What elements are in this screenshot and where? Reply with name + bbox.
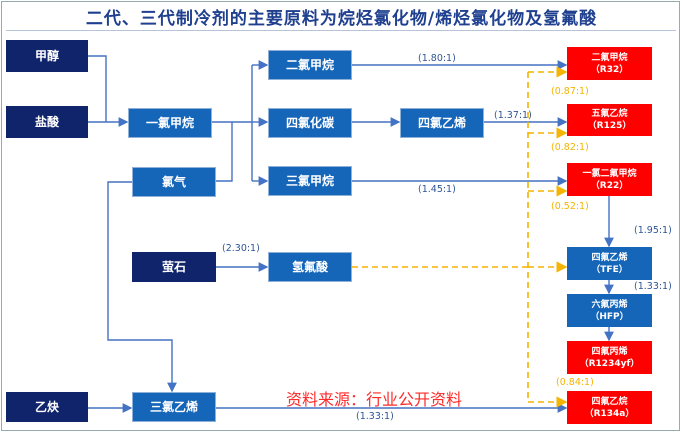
node-hf: 氢氟酸	[268, 252, 352, 282]
ratio-hf-r32: (0.87:1)	[551, 86, 589, 97]
node-name: 四氟丙烯	[591, 346, 628, 357]
node-pce: 四氯乙烯	[400, 108, 484, 138]
node-ch2cl2: 二氯甲烷	[268, 50, 352, 80]
node-r125: 五氟乙烷 （R125）	[567, 104, 652, 136]
node-name: 四氟乙烯	[591, 252, 628, 263]
ratio-r32: (1.80:1)	[418, 53, 456, 64]
node-code: （HFP）	[590, 311, 629, 322]
line-methanol	[88, 55, 107, 122]
node-acetylene: 乙炔	[6, 392, 88, 422]
ratio-hf: (2.30:1)	[222, 243, 260, 254]
node-r134a: 四氟乙烷（R134a）	[567, 391, 652, 424]
node-ch3cl: 一氯甲烷	[128, 108, 212, 138]
page-title: 二代、三代制冷剂的主要原料为烷烃氯化物/烯烃氯化物及氢氟酸	[85, 9, 598, 29]
node-name: 六氟丙烯	[591, 299, 628, 310]
node-cl2: 氯气	[132, 167, 216, 197]
ratio-tfe: (1.95:1)	[634, 225, 672, 236]
node-ccl4: 四氯化碳	[268, 108, 352, 138]
ratio-hfp: (1.33:1)	[634, 281, 672, 292]
node-name: 一氯二氟甲烷	[582, 168, 637, 179]
node-name: 二氟甲烷	[591, 52, 628, 63]
ratio-r22: (1.45:1)	[418, 184, 456, 195]
node-fluorite: 萤石	[132, 252, 216, 282]
node-hcl: 盐酸	[6, 106, 88, 138]
ratio-r125: (1.37:1)	[494, 110, 532, 121]
ratio-hf-r125: (0.82:1)	[551, 142, 589, 153]
node-tce: 三氯乙烯	[132, 392, 216, 422]
ratio-hf-r134a: (0.84:1)	[556, 377, 594, 388]
node-hfp: 六氟丙烯（HFP）	[567, 294, 652, 327]
node-r1234yf: 四氟丙烯（R1234yf）	[567, 341, 652, 374]
node-r32: 二氟甲烷（R32）	[567, 47, 652, 80]
node-code: （R125）	[587, 121, 632, 131]
divider	[6, 30, 676, 31]
node-name: 五氟乙烷	[591, 109, 628, 119]
node-tfe: 四氟乙烯（TFE）	[567, 247, 652, 280]
node-code: （R134a）	[584, 408, 635, 419]
node-code: （TFE）	[591, 264, 628, 275]
node-code: （R1234yf）	[579, 358, 640, 369]
ratio-r134a: (1.33:1)	[356, 411, 394, 422]
node-code: （R32）	[590, 64, 629, 75]
ratio-hf-r22: (0.52:1)	[551, 201, 589, 212]
node-methanol: 甲醇	[6, 40, 88, 72]
node-code: （R22）	[590, 180, 629, 191]
node-name: 四氟乙烷	[591, 396, 628, 407]
source-note: 资料来源：行业公开资料	[286, 390, 463, 409]
node-r22: 一氯二氟甲烷（R22）	[567, 163, 652, 196]
node-chcl3: 三氯甲烷	[268, 166, 352, 196]
